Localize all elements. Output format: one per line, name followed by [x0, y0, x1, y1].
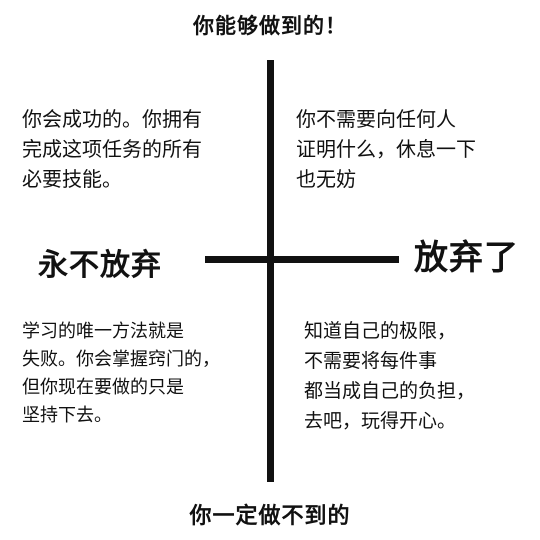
left-axis-label: 永不放弃 [38, 248, 162, 283]
quadrant-line: 证明什么，休息一下 [296, 137, 476, 161]
quadrant-line: 知道自己的极限， [304, 320, 457, 342]
quadrant-line: 完成这项任务的所有 [22, 137, 202, 161]
quadrant-line: 你会成功的。你拥有 [22, 107, 202, 131]
quadrant-top-left-text: 你会成功的。你拥有 完成这项任务的所有 必要技能。 [22, 104, 202, 194]
quadrant-line: 不需要将每件事 [304, 350, 438, 372]
right-axis-label: 放弃了 [414, 238, 519, 278]
quadrant-bottom-left-text: 学习的唯一方法就是 失败。你会掌握窍门的， 但你现在要做的只是 坚持下去。 [22, 318, 220, 430]
quadrant-line: 必要技能。 [22, 167, 122, 191]
bottom-axis-label: 你一定做不到的 [189, 504, 351, 529]
quadrant-top-right-text: 你不需要向任何人 证明什么，休息一下 也无妨 [296, 104, 476, 194]
quadrant-line: 你不需要向任何人 [296, 107, 456, 131]
quadrant-line: 坚持下去。 [22, 405, 112, 426]
vertical-axis [267, 60, 274, 482]
quadrant-line: 但你现在要做的只是 [22, 377, 184, 398]
quadrant-line: 学习的唯一方法就是 [22, 321, 184, 342]
quadrant-bottom-right-text: 知道自己的极限， 不需要将每件事 都当成自己的负担， 去吧，玩得开心。 [304, 316, 475, 436]
top-axis-label: 你能够做到的！ [193, 14, 347, 38]
quadrant-line: 也无妨 [296, 167, 356, 191]
horizontal-axis [205, 256, 399, 263]
quadrant-line: 失败。你会掌握窍门的， [22, 349, 220, 370]
quadrant-line: 都当成自己的负担， [304, 380, 476, 402]
quadrant-line: 去吧，玩得开心。 [304, 410, 457, 432]
